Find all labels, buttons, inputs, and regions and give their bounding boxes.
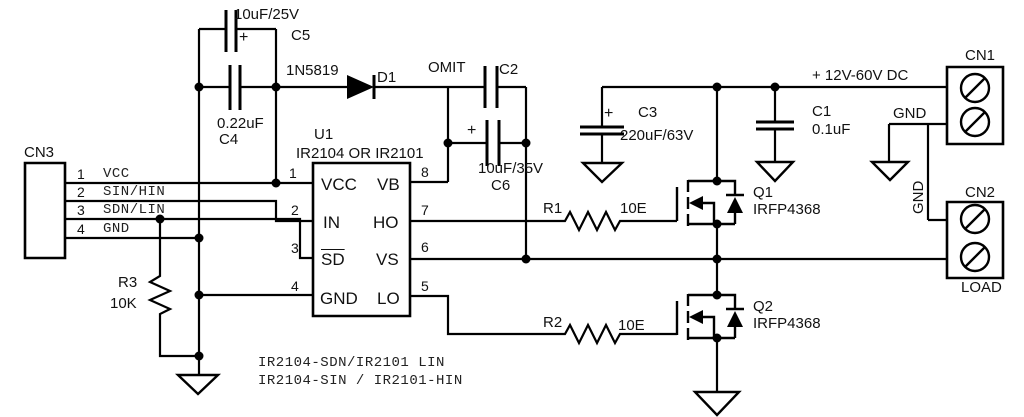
ground-symbol-cn1 <box>869 160 911 182</box>
u1-pin-vs-label: VS <box>376 250 399 269</box>
screw-terminals <box>961 74 989 271</box>
c6-polarity-plus: + <box>467 122 477 139</box>
cn3-ref-label: CN3 <box>24 144 55 161</box>
c4-value-label: 0.22uF <box>217 115 264 132</box>
c2-capacitor-plates <box>485 66 497 108</box>
q2-mosfet-symbol <box>677 294 744 340</box>
u1-pin3-number: 3 <box>291 240 299 256</box>
cn2-ref-label: CN2 <box>965 184 996 201</box>
c5-polarity-plus: + <box>239 29 249 46</box>
cn2-terminal-2-icon <box>961 243 989 271</box>
ground-symbol-r3 <box>174 373 222 396</box>
u1-pin-vb-label: VB <box>377 175 400 194</box>
ground-symbol-c1 <box>754 160 796 183</box>
c1-ref-label: C1 <box>812 103 832 120</box>
r2-ref-label: R2 <box>543 314 563 331</box>
c3-polarity-plus: + <box>604 105 614 122</box>
cn2-connector-body <box>947 202 1003 278</box>
d1-part-label: 1N5819 <box>286 62 339 79</box>
c1-value-label: 0.1uF <box>812 121 851 138</box>
supply-voltage-label: + 12V-60V DC <box>812 67 909 84</box>
q1-mosfet-symbol <box>677 180 744 226</box>
u1-pin-in-label: IN <box>323 213 340 232</box>
gnd-label: GND <box>893 105 927 122</box>
d1-diode-symbol <box>347 75 374 99</box>
cn3-pin1-number: 1 <box>77 166 85 182</box>
cn3-pin3-number: 3 <box>77 202 85 218</box>
c3-capacitor-plates <box>580 127 624 134</box>
cn1-terminal-2-icon <box>961 108 989 136</box>
cn3-pin4-label: GND <box>103 221 130 237</box>
junction-dots <box>155 82 780 361</box>
note-line-1: IR2104-SDN/IR2101 LIN <box>258 355 445 371</box>
capacitor-symbols <box>226 10 794 166</box>
ground-symbols <box>174 160 911 417</box>
u1-pin6-number: 6 <box>421 239 429 255</box>
cn3-pin2-number: 2 <box>77 184 85 200</box>
u1-ref-label: U1 <box>314 126 334 143</box>
cn2-terminal-1-icon <box>961 205 989 233</box>
c1-capacitor-plates <box>756 122 794 129</box>
q1-part-label: IRFP4368 <box>753 201 821 218</box>
c5-ref-label: C5 <box>291 27 311 44</box>
u1-pin4-number: 4 <box>291 278 299 294</box>
cn3-connector-body <box>25 163 65 258</box>
c5-capacitor-plates <box>226 10 236 52</box>
cn3-pin1-label: VCC <box>103 166 130 182</box>
u1-pin1-number: 1 <box>289 165 297 181</box>
c5-value-label: 10uF/25V <box>234 6 300 23</box>
r3-ref-label: R3 <box>118 274 138 291</box>
load-label: LOAD <box>961 279 1002 296</box>
gnd-vertical-label: GND <box>910 180 927 214</box>
note-line-2: IR2104-SIN / IR2101-HIN <box>258 373 463 389</box>
cn1-ref-label: CN1 <box>965 47 996 64</box>
u1-pin-vcc-label: VCC <box>321 175 357 194</box>
ground-symbol-c3 <box>580 161 626 184</box>
c6-value-label: 10uF/35V <box>478 160 544 177</box>
c2-omit-label: OMIT <box>428 59 466 76</box>
c4-ref-label: C4 <box>219 131 239 148</box>
c4-capacitor-plates <box>230 65 240 110</box>
u1-part-label: IR2104 OR IR2101 <box>296 145 424 162</box>
u1-pin8-number: 8 <box>421 164 429 180</box>
u1-pin-gnd-label: GND <box>320 289 358 308</box>
d1-ref-label: D1 <box>377 69 397 86</box>
c6-ref-label: C6 <box>491 177 511 194</box>
u1-pin-ho-label: HO <box>373 213 399 232</box>
r1-value-label: 10E <box>620 200 647 217</box>
cn3-pin4-number: 4 <box>77 221 85 237</box>
c6-capacitor-plates <box>487 120 499 166</box>
u1-ic-body <box>313 163 410 316</box>
cn1-terminal-1-icon <box>961 74 989 102</box>
u1-pin5-number: 5 <box>421 278 429 294</box>
c3-ref-label: C3 <box>638 104 658 121</box>
c2-ref-label: C2 <box>499 61 519 78</box>
q1-ref-label: Q1 <box>753 184 774 201</box>
u1-pin-sd-label: SD <box>321 250 345 269</box>
r1-ref-label: R1 <box>543 200 563 217</box>
r3-value-label: 10K <box>110 295 137 312</box>
u1-pin-lo-label: LO <box>377 289 400 308</box>
u1-pin7-number: 7 <box>421 202 429 218</box>
cn3-pin2-label: SIN/HIN <box>103 184 166 200</box>
boxes <box>25 67 1003 316</box>
u1-pin2-number: 2 <box>291 202 299 218</box>
r2-value-label: 10E <box>618 317 645 334</box>
cn1-connector-body <box>947 67 1003 144</box>
q2-part-label: IRFP4368 <box>753 315 821 332</box>
q2-ref-label: Q2 <box>753 298 774 315</box>
cn3-pin3-label: SDN/LIN <box>103 202 166 218</box>
c3-value-label: 220uF/63V <box>620 127 694 144</box>
ground-symbol-q2 <box>692 390 742 417</box>
